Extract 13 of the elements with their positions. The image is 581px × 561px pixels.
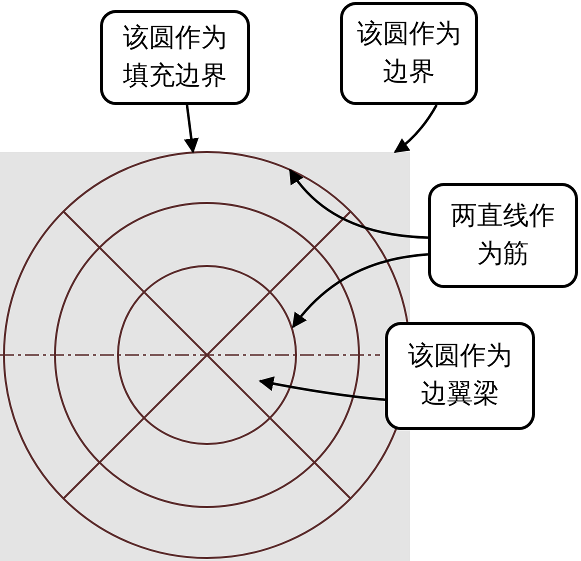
leader-arrow — [258, 376, 386, 401]
callout-box — [100, 10, 250, 105]
callout-box — [340, 2, 478, 105]
leader-arrow — [184, 104, 199, 154]
callout-box — [385, 322, 535, 430]
callout-text: 两直线作为筋 — [450, 200, 556, 270]
callout-text: 该圆作为边界 — [356, 18, 462, 88]
leader-arrow — [394, 104, 438, 154]
callout-box — [428, 183, 578, 288]
leader-arrow — [288, 168, 428, 239]
callout-text: 该圆作为边翼梁 — [407, 340, 513, 411]
leader-arrow — [292, 253, 428, 328]
callout-text: 该圆作为填充边界 — [122, 22, 228, 92]
